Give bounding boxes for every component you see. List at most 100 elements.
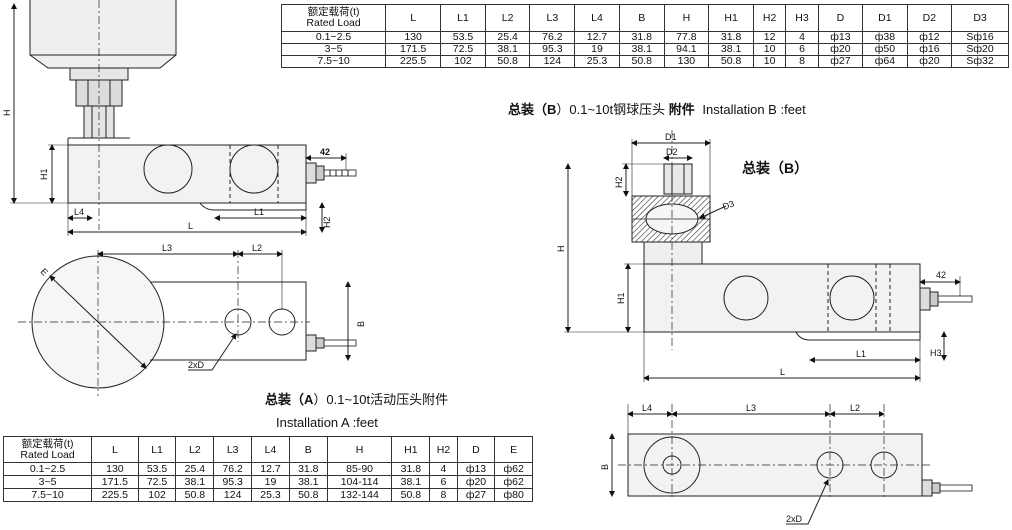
caption-b-prefix: 总装（: [508, 102, 548, 117]
rated-load-header-cn: 额定载荷(t): [21, 437, 74, 450]
table-cell: ф50: [862, 43, 908, 56]
table-cell: ф62: [494, 475, 533, 489]
table-cell: 8: [429, 488, 458, 502]
label-holes-a: 2xD: [188, 360, 205, 370]
label-l2-b: L2: [850, 403, 860, 413]
caption-installation-a-en: Installation A :feet: [276, 415, 378, 430]
table-cell: 19: [251, 475, 290, 489]
column-header: L1: [137, 436, 177, 463]
label-h2-b: H2: [614, 176, 624, 188]
column-header: L1: [440, 4, 486, 32]
table-row: 3~5 171.5 72.5 38.1 95.3 19 38.1 94.1 38…: [280, 43, 1009, 56]
installation-a-side-labels: H H1 42 L4 L1 L H2: [2, 110, 332, 232]
table-cell: 6: [785, 43, 819, 56]
table-cell: 25.3: [251, 488, 290, 502]
table-cell: 31.8: [391, 462, 431, 476]
table-cell: 12.7: [251, 462, 290, 476]
rated-load-header-en: Rated Load: [20, 448, 75, 461]
table-cell: 130: [91, 462, 139, 476]
label-b-a: B: [356, 321, 366, 327]
rated-load-header: 额定载荷(t) Rated Load: [2, 436, 93, 463]
label-l1-a: L1: [254, 207, 264, 217]
spec-table-installation-b: 额定载荷(t) Rated Load L L1 L2 L3 L4 B H H1 …: [280, 4, 1009, 68]
table-cell: ф80: [494, 488, 533, 502]
label-l4-b: L4: [642, 403, 652, 413]
rated-load-header-en: Rated Load: [306, 17, 361, 29]
label-h1-a: H1: [39, 168, 49, 180]
table-cell: 77.8: [663, 31, 710, 44]
table-header-row: 额定载荷(t) Rated Load L L1 L2 L3 L4 B H H1 …: [280, 4, 1009, 32]
column-header: H: [326, 436, 393, 463]
table-cell: 124: [213, 488, 253, 502]
installation-a-plan-view: [18, 250, 357, 396]
table-cell: 50.8: [288, 488, 328, 502]
table-cell: 38.1: [175, 475, 215, 489]
label-l4-a: L4: [74, 207, 84, 217]
table-row: 0.1~2.5 130 53.5 25.4 76.2 12.7 31.8 85-…: [2, 462, 533, 476]
column-header: H1: [708, 4, 754, 32]
table-cell: 102: [440, 55, 486, 68]
table-cell: 12.7: [574, 31, 620, 44]
rated-load-header: 额定载荷(t) Rated Load: [280, 4, 387, 32]
table-cell: 0.1~2.5: [280, 31, 387, 44]
table-cell: 7.5~10: [2, 488, 93, 502]
table-cell: ф62: [494, 462, 533, 476]
installation-b-plan-view: [609, 404, 973, 525]
installation-a-side-view: [10, 0, 357, 236]
table-cell: 25.3: [574, 55, 620, 68]
caption-a-prefix: 总装（: [265, 392, 305, 407]
table-cell: 85-90: [326, 462, 393, 476]
label-e-a: E: [39, 266, 50, 277]
spec-table-installation-a: 额定载荷(t) Rated Load L L1 L2 L3 L4 B H H1 …: [2, 436, 533, 502]
caption-installation-b: 总装（B）0.1~10t钢球压头 附件 Installation B :feet: [508, 99, 806, 118]
caption-a-rest: ）0.1~10t活动压头附件: [313, 392, 449, 407]
table-cell: ф64: [862, 55, 908, 68]
column-header: L: [385, 4, 442, 32]
title-installation-b: 总装（B）: [742, 158, 808, 178]
table-cell: 104-114: [326, 475, 393, 489]
caption-a-letter: A: [304, 392, 314, 407]
label-d3-b: D3: [721, 199, 735, 212]
label-l1-b: L1: [856, 349, 866, 359]
label-holes-b: 2xD: [786, 514, 803, 524]
table-cell: 10: [752, 55, 787, 68]
column-header: H1: [391, 436, 431, 463]
table-cell: 53.5: [137, 462, 177, 476]
table-cell: 38.1: [708, 43, 754, 56]
column-header: H2: [429, 436, 458, 463]
table-cell: 50.8: [484, 55, 531, 68]
table-cell: 0.1~2.5: [2, 462, 93, 476]
table-cell: 31.8: [288, 462, 328, 476]
table-cell: ф16: [906, 43, 953, 56]
caption-installation-a: 总装（A）0.1~10t活动压头附件: [265, 389, 448, 408]
table-cell: 95.3: [529, 43, 576, 56]
table-cell: 4: [429, 462, 458, 476]
column-header: D1: [862, 4, 908, 32]
table-cell: 38.1: [484, 43, 531, 56]
label-42-a: 42: [320, 147, 330, 157]
table-cell: 25.4: [484, 31, 531, 44]
table-cell: 53.5: [440, 31, 486, 44]
column-header: L: [91, 436, 139, 463]
table-cell: 171.5: [385, 43, 442, 56]
caption-a-en: Installation A :feet: [276, 415, 378, 430]
column-header: B: [618, 4, 665, 32]
table-cell: 7.5~10: [280, 55, 387, 68]
column-header: L4: [251, 436, 290, 463]
table-cell: 38.1: [288, 475, 328, 489]
label-h-b: H: [556, 246, 566, 253]
column-header: E: [494, 436, 533, 463]
column-header: D2: [906, 4, 953, 32]
table-row: 7.5~10 225.5 102 50.8 124 25.3 50.8 130 …: [280, 55, 1009, 68]
table-cell: 31.8: [708, 31, 754, 44]
column-header: L4: [574, 4, 620, 32]
table-row: 7.5~10 225.5 102 50.8 124 25.3 50.8 132-…: [2, 488, 533, 502]
table-cell: 31.8: [618, 31, 665, 44]
table-cell: 38.1: [618, 43, 665, 56]
table-cell: ф20: [906, 55, 953, 68]
table-cell: 132-144: [326, 488, 393, 502]
label-l3-a: L3: [162, 243, 172, 253]
column-header: H: [663, 4, 710, 32]
rated-load-header-cn: 额定载荷(t): [307, 6, 360, 18]
